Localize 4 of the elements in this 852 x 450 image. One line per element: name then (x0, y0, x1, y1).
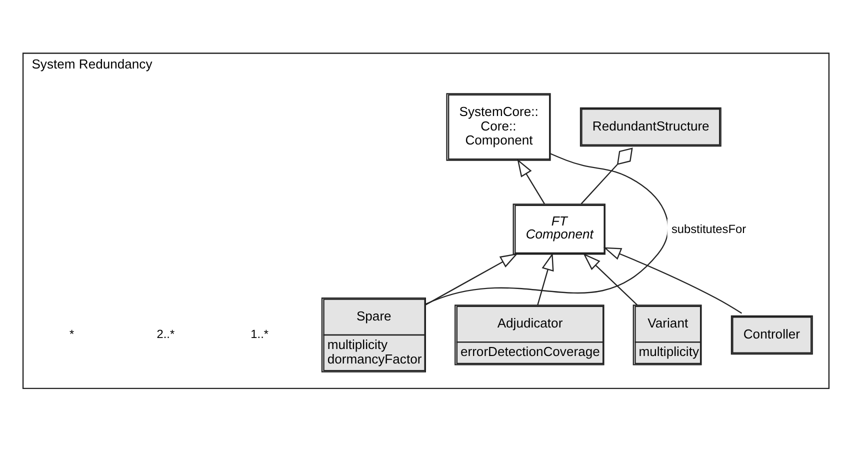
label: 1..* (250, 326, 268, 340)
label: 2..* (156, 326, 175, 340)
label: * (69, 326, 74, 340)
edge-label: substitutesFor (671, 221, 746, 236)
